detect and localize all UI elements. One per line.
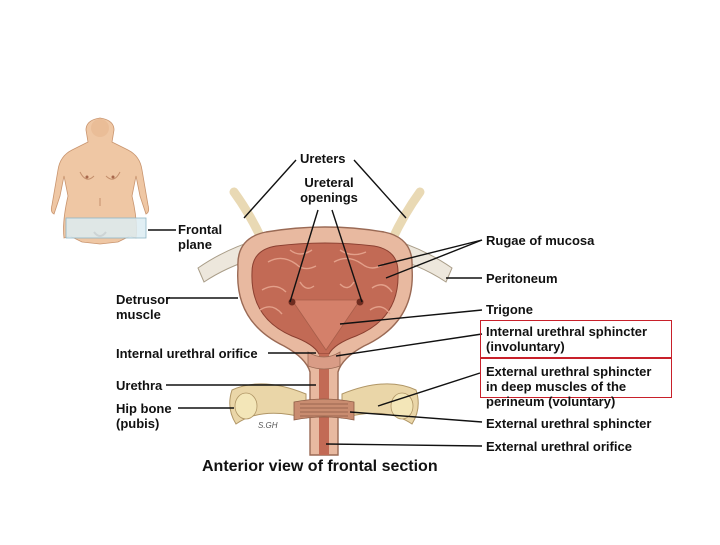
- label-peritoneum: Peritoneum: [486, 271, 558, 286]
- label-external-urethral-sphincter: External urethral sphincter: [486, 416, 652, 431]
- left-ureter: [229, 187, 267, 245]
- artist-signature: S.GH: [258, 421, 278, 430]
- figure-caption: Anterior view of frontal section: [202, 458, 438, 475]
- rugae-folds: [259, 249, 393, 315]
- label-internal-sphincter-line2: (involuntary): [486, 339, 565, 354]
- label-hip-bone-line1: Hip bone: [116, 401, 172, 416]
- label-external-deep-line3: perineum (voluntary): [486, 394, 616, 409]
- label-external-urethral-sphincter-deep: External urethral sphincter in deep musc…: [486, 364, 651, 409]
- label-hip-bone-line2: (pubis): [116, 416, 160, 431]
- label-external-deep-line2: in deep muscles of the: [486, 379, 627, 394]
- label-ureteral-openings-line1: Ureteral: [304, 175, 354, 190]
- label-internal-urethral-sphincter: Internal urethral sphincter (involuntary…: [486, 324, 647, 354]
- label-external-urethral-orifice: External urethral orifice: [486, 439, 632, 454]
- trigone: [291, 299, 361, 351]
- label-detrusor-line2: muscle: [116, 307, 161, 322]
- torso-figure: [50, 117, 150, 245]
- label-internal-urethral-orifice: Internal urethral orifice: [116, 346, 258, 361]
- bladder-illustration: [197, 187, 453, 456]
- external-urethral-sphincter: [293, 398, 355, 421]
- label-detrusor-line1: Detrusor: [116, 292, 171, 307]
- label-detrusor-muscle: Detrusor muscle: [116, 292, 170, 322]
- label-rugae-of-mucosa: Rugae of mucosa: [486, 233, 595, 248]
- label-internal-sphincter-line1: Internal urethral sphincter: [486, 324, 648, 339]
- label-frontal-plane: Frontal plane: [178, 222, 222, 252]
- frontal-plane-marker: [65, 217, 147, 239]
- leader-lines: [148, 159, 483, 447]
- highlight-box-internal-sphincter: [480, 320, 672, 358]
- right-ureteral-opening: [356, 298, 364, 306]
- label-ureters: Ureters: [300, 151, 346, 166]
- label-trigone: Trigone: [486, 302, 533, 317]
- right-ureter: [387, 187, 425, 245]
- left-ureteral-opening: [288, 298, 296, 306]
- label-frontal-plane-line1: Frontal: [178, 222, 223, 237]
- label-frontal-plane-line2: plane: [178, 237, 212, 252]
- label-ureteral-openings-line2: openings: [300, 190, 358, 205]
- label-external-deep-line1: External urethral sphincter: [486, 364, 652, 379]
- highlight-box-external-sphincter: [480, 358, 672, 398]
- label-urethra: Urethra: [116, 378, 163, 393]
- sphincter-striations: [300, 403, 348, 417]
- label-ureteral-openings: Ureteral openings: [298, 175, 360, 205]
- bladder-mucosa: [251, 242, 399, 355]
- internal-urethral-sphincter: [307, 351, 341, 370]
- label-hip-bone: Hip bone (pubis): [116, 401, 172, 431]
